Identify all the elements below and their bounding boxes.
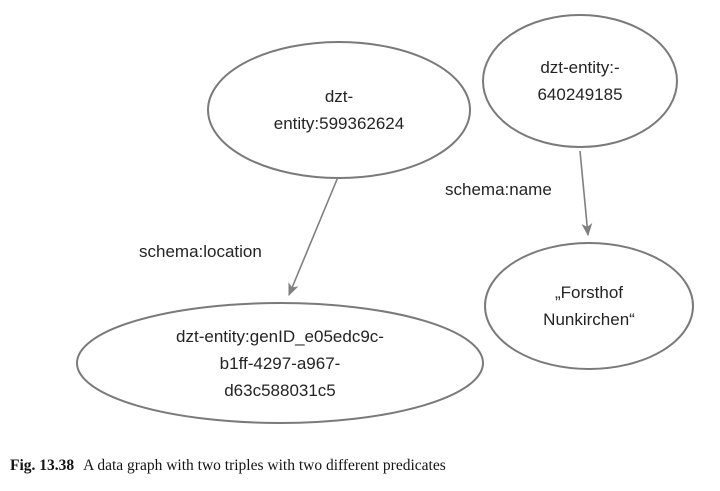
node-top-left-label: dzt- entity:599362624 bbox=[273, 87, 405, 133]
node-bottom-left-ellipse bbox=[76, 302, 484, 424]
edge-location-label: schema:location bbox=[139, 242, 262, 261]
node-top-left-ellipse bbox=[207, 41, 471, 179]
node-bottom-left-label: dzt-entity:genID_e05edc9c- b1ff-4297-a96… bbox=[176, 326, 384, 400]
edge-name-label: schema:name bbox=[445, 180, 552, 199]
diagram-canvas bbox=[76, 14, 694, 424]
figure-caption-text: A data graph with two triples with two d… bbox=[83, 457, 446, 474]
edge-name-arrow bbox=[579, 150, 593, 237]
node-top-right-ellipse bbox=[482, 14, 678, 148]
edge-location-arrow bbox=[288, 176, 339, 297]
figure-caption-number: Fig. 13.38 bbox=[10, 457, 75, 474]
node-bottom-right-label: „Forsthof Nunkirchen“ bbox=[543, 283, 635, 329]
data-graph-diagram: dzt- entity:599362624 dzt-entity:- 64024… bbox=[76, 14, 694, 424]
node-bottom-right-ellipse bbox=[484, 242, 694, 370]
figure-caption: Fig. 13.38 A data graph with two triples … bbox=[10, 456, 710, 476]
node-top-right-label: dzt-entity:- 640249185 bbox=[537, 58, 623, 104]
